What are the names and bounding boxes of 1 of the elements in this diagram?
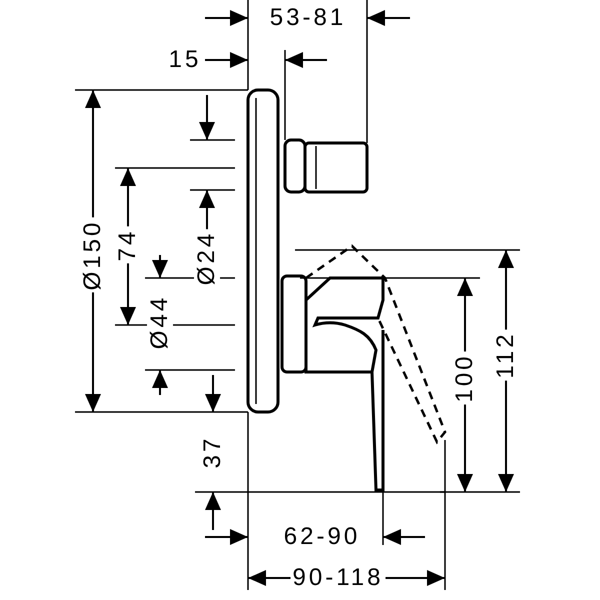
dimension-value: Ø24	[194, 228, 220, 288]
